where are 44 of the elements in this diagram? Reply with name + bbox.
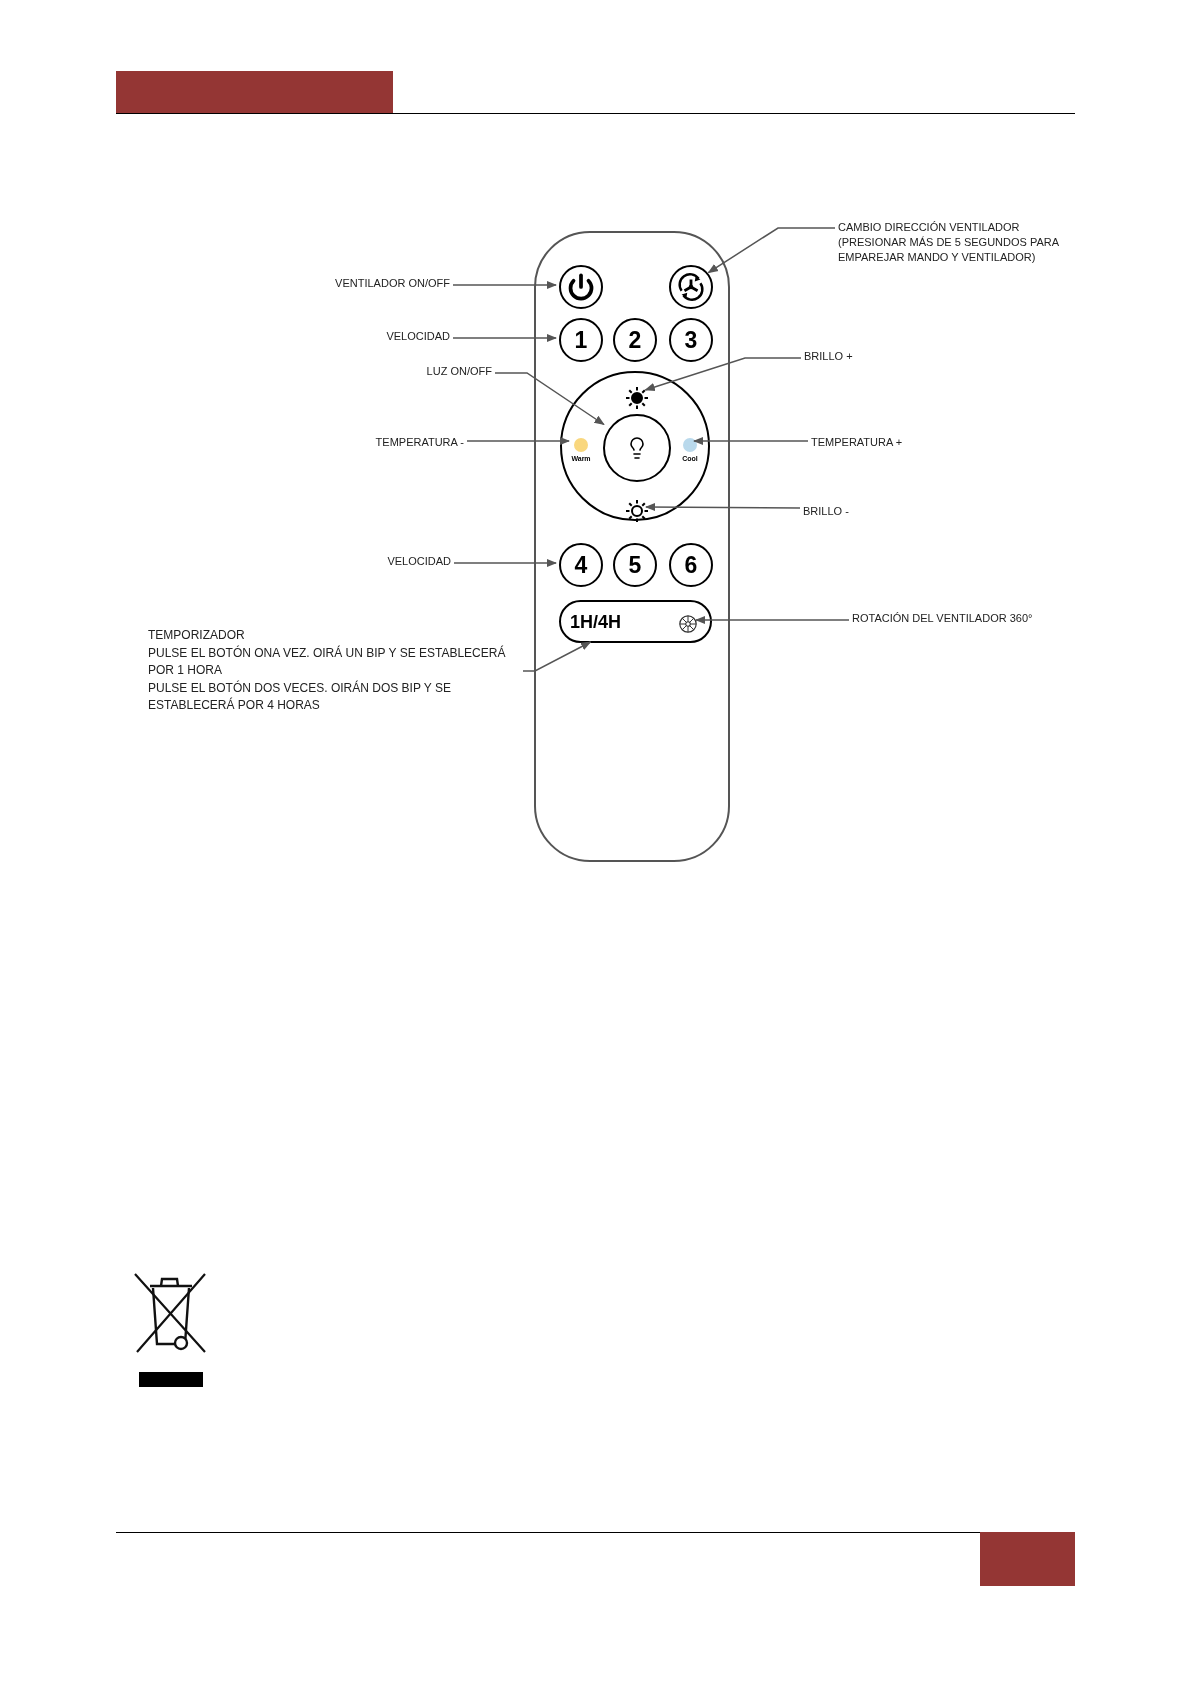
callout-heading: TEMPORIZADOR xyxy=(148,627,246,644)
leader-arrow xyxy=(453,558,558,568)
speed-button xyxy=(669,543,713,587)
speed-button xyxy=(559,543,603,587)
button-number: 2 xyxy=(628,328,642,352)
timer-button-label: 1H/4H xyxy=(570,613,622,631)
callout-label: CAMBIO DIRECCIÓN VENTILADOR xyxy=(838,220,1021,235)
leader-arrow xyxy=(466,436,571,446)
power-button xyxy=(559,265,603,309)
leader-arrow xyxy=(644,357,802,392)
callout-label: LUZ ON/OFF xyxy=(425,364,492,379)
button-number: 6 xyxy=(684,553,698,577)
leader-arrow xyxy=(452,280,558,290)
callout-label: TEMPERATURA - xyxy=(374,435,464,450)
light-button xyxy=(603,414,671,482)
callout-label: ROTACIÓN DEL VENTILADOR 360° xyxy=(852,611,1034,626)
speed-button xyxy=(613,543,657,587)
callout-text: PULSE EL BOTÓN ONA VEZ. OIRÁ UN BIP Y SE ESTABLECERÁ POR 1 HORA xyxy=(148,644,507,679)
leader-arrow xyxy=(522,641,592,672)
leader-arrow xyxy=(494,372,605,426)
timer-button xyxy=(559,600,712,643)
leader-arrow xyxy=(644,502,801,512)
speed-button xyxy=(669,318,713,362)
callout-label: BRILLO - xyxy=(803,504,850,519)
button-number: 4 xyxy=(574,553,588,577)
speed-button xyxy=(559,318,603,362)
callout-label: VELOCIDAD xyxy=(385,329,450,344)
leader-arrow xyxy=(452,333,558,343)
callout-label: VELOCIDAD xyxy=(386,554,451,569)
callout-label: BRILLO + xyxy=(804,349,854,364)
light-control-ring xyxy=(560,371,710,521)
speed-button xyxy=(613,318,657,362)
button-number: 1 xyxy=(574,328,588,352)
button-number: 5 xyxy=(628,553,642,577)
leader-arrow xyxy=(707,227,836,274)
remote-control-body xyxy=(534,231,730,862)
leader-arrow xyxy=(692,436,809,446)
leader-arrow xyxy=(694,615,850,625)
fan-direction-button xyxy=(669,265,713,309)
callout-text: PULSE EL BOTÓN DOS VECES. OIRÁN DOS BIP Y SE ESTABLECERÁ POR 4 HORAS xyxy=(148,679,452,714)
button-number: 3 xyxy=(684,328,698,352)
callout-label: TEMPERATURA + xyxy=(811,435,904,450)
callout-label: VENTILADOR ON/OFF xyxy=(334,276,450,291)
callout-label: (PRESIONAR MÁS DE 5 SEGUNDOS PARA EMPAREJAR MANDO Y VENTILADOR) xyxy=(838,235,1060,265)
